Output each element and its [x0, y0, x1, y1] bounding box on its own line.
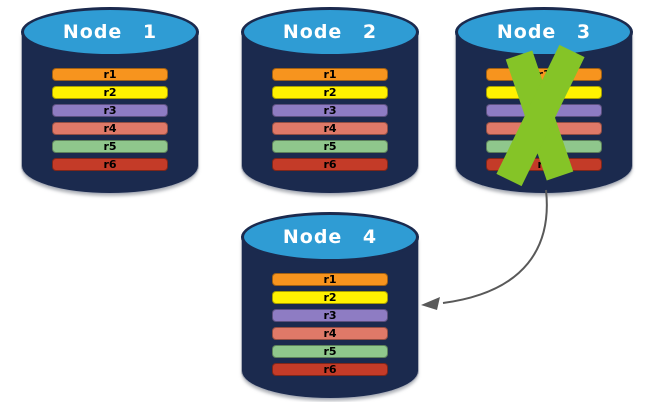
- node-3-label: Node 3: [496, 21, 592, 43]
- partition-bar: r1: [272, 68, 388, 81]
- partition-bar: r1: [52, 68, 168, 81]
- partition-bar: r2: [52, 86, 168, 99]
- partition-bar: r6: [52, 158, 168, 171]
- partition-bar: r2: [272, 291, 388, 304]
- partition-label: r1: [537, 68, 551, 81]
- partition-bar: r6: [486, 158, 602, 171]
- partition-bar: r4: [52, 122, 168, 135]
- partition-bar: r4: [272, 327, 388, 340]
- partition-label: r4: [323, 122, 337, 135]
- node-4-label: Node 4: [282, 226, 378, 248]
- partition-label: r2: [537, 86, 551, 99]
- partition-label: r5: [323, 345, 337, 358]
- node-1-cylinder: Node 1 r1 r2 r3 r4 r5 r6: [21, 7, 199, 193]
- partition-label: r2: [323, 291, 337, 304]
- node-3-partitions: r1 r2 r3 r4 r5 r6: [486, 68, 602, 176]
- partition-bar: r5: [272, 140, 388, 153]
- partition-bar: r4: [272, 122, 388, 135]
- node-1-partitions: r1 r2 r3 r4 r5 r6: [52, 68, 168, 176]
- partition-bar: r6: [272, 158, 388, 171]
- partition-bar: r2: [272, 86, 388, 99]
- node-2-cylinder: Node 2 r1 r2 r3 r4 r5 r6: [241, 7, 419, 193]
- partition-label: r2: [103, 86, 117, 99]
- node-2-label: Node 2: [282, 21, 378, 43]
- partition-label: r5: [103, 140, 117, 153]
- node-1-cylinder-top: [21, 7, 199, 57]
- partition-label: r1: [103, 68, 117, 81]
- node-1-label: Node 1: [62, 21, 158, 43]
- partition-bar: r1: [486, 68, 602, 81]
- partition-bar: r3: [486, 104, 602, 117]
- partition-label: r4: [103, 122, 117, 135]
- node-4-cylinder: Node 4 r1 r2 r3 r4 r5 r6: [241, 212, 419, 398]
- partition-label: r6: [323, 158, 337, 171]
- node-4-cylinder-top: [241, 212, 419, 262]
- partition-label: r3: [323, 309, 337, 322]
- partition-bar: r5: [486, 140, 602, 153]
- partition-label: r4: [537, 122, 551, 135]
- partition-label: r1: [323, 68, 337, 81]
- partition-bar: r3: [52, 104, 168, 117]
- node-2-cylinder-top: [241, 7, 419, 57]
- partition-label: r6: [537, 158, 551, 171]
- partition-label: r3: [323, 104, 337, 117]
- partition-bar: r1: [272, 273, 388, 286]
- partition-label: r1: [323, 273, 337, 286]
- arrowhead-icon: [421, 297, 440, 310]
- partition-label: r5: [323, 140, 337, 153]
- partition-bar: r3: [272, 104, 388, 117]
- partition-label: r6: [103, 158, 117, 171]
- partition-label: r2: [323, 86, 337, 99]
- node-3-cylinder: Node 3 r1 r2 r3 r4 r5 r6: [455, 7, 633, 193]
- partition-bar: r4: [486, 122, 602, 135]
- transfer-arrow: [421, 189, 548, 310]
- partition-bar: r2: [486, 86, 602, 99]
- partition-bar: r3: [272, 309, 388, 322]
- partition-label: r6: [323, 363, 337, 376]
- partition-label: r3: [103, 104, 117, 117]
- partition-label: r3: [537, 104, 551, 117]
- partition-label: r5: [537, 140, 551, 153]
- partition-label: r4: [323, 327, 337, 340]
- partition-bar: r6: [272, 363, 388, 376]
- partition-bar: r5: [272, 345, 388, 358]
- node-4-partitions: r1 r2 r3 r4 r5 r6: [272, 273, 388, 381]
- node-2-partitions: r1 r2 r3 r4 r5 r6: [272, 68, 388, 176]
- partition-bar: r5: [52, 140, 168, 153]
